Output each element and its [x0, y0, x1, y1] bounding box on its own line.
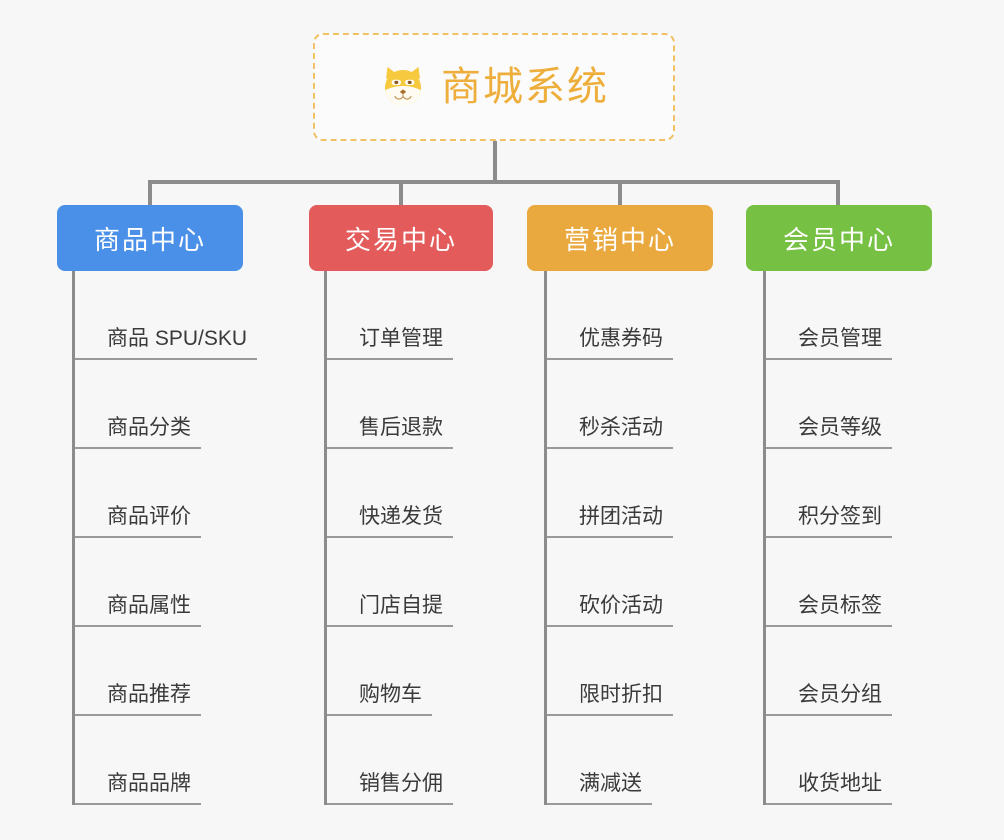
- connector-drop-3: [836, 180, 840, 208]
- shiba-dog-icon: [379, 63, 427, 111]
- leaf-item[interactable]: 限时折扣: [547, 627, 673, 716]
- column-spine: [324, 271, 327, 805]
- leaf-item[interactable]: 商品评价: [75, 449, 201, 538]
- leaf-item[interactable]: 售后退款: [327, 360, 453, 449]
- leaf-label: 快递发货: [327, 503, 453, 538]
- leaf-item[interactable]: 快递发货: [327, 449, 453, 538]
- leaf-label: 商品分类: [75, 414, 201, 449]
- leaf-label: 会员标签: [766, 592, 892, 627]
- leaf-label: 会员分组: [766, 681, 892, 716]
- leaf-label: 会员等级: [766, 414, 892, 449]
- leaf-item[interactable]: 拼团活动: [547, 449, 673, 538]
- leaf-label: 积分签到: [766, 503, 892, 538]
- category-label: 商品中心: [93, 224, 206, 255]
- column-spine: [544, 271, 547, 805]
- column-spine: [72, 271, 75, 805]
- leaf-item[interactable]: 商品分类: [75, 360, 201, 449]
- category-box-2[interactable]: 营销中心: [527, 205, 713, 271]
- leaf-item[interactable]: 商品 SPU/SKU: [75, 271, 258, 360]
- leaf-item[interactable]: 销售分佣: [327, 716, 453, 805]
- leaf-label: 砍价活动: [547, 592, 673, 627]
- leaf-item[interactable]: 满减送: [547, 716, 652, 805]
- leaf-item[interactable]: 秒杀活动: [547, 360, 673, 449]
- leaf-label: 商品 SPU/SKU: [75, 325, 258, 360]
- leaf-label: 限时折扣: [547, 681, 673, 716]
- connector-drop-0: [148, 180, 152, 208]
- leaf-item[interactable]: 商品品牌: [75, 716, 201, 805]
- leaf-label: 优惠券码: [547, 325, 673, 360]
- connector-drop-2: [618, 180, 622, 208]
- connector-root-vertical: [493, 141, 497, 183]
- leaf-item[interactable]: 会员分组: [766, 627, 892, 716]
- leaf-label: 拼团活动: [547, 503, 673, 538]
- leaf-item[interactable]: 购物车: [327, 627, 432, 716]
- leaf-item[interactable]: 门店自提: [327, 538, 453, 627]
- leaf-label: 收货地址: [766, 770, 892, 805]
- category-box-1[interactable]: 交易中心: [309, 205, 493, 271]
- leaf-label: 会员管理: [766, 325, 892, 360]
- leaf-label: 商品推荐: [75, 681, 201, 716]
- leaf-label: 订单管理: [327, 325, 453, 360]
- leaf-label: 售后退款: [327, 414, 453, 449]
- leaf-label: 商品品牌: [75, 770, 201, 805]
- connector-drop-1: [399, 180, 403, 208]
- leaf-label: 商品属性: [75, 592, 201, 627]
- leaf-label: 商品评价: [75, 503, 201, 538]
- root-node[interactable]: 商城系统: [313, 33, 675, 141]
- leaf-item[interactable]: 订单管理: [327, 271, 453, 360]
- root-title: 商城系统: [441, 65, 609, 109]
- leaf-item[interactable]: 商品推荐: [75, 627, 201, 716]
- column-spine: [763, 271, 766, 805]
- leaf-item[interactable]: 会员管理: [766, 271, 892, 360]
- leaf-label: 购物车: [327, 681, 432, 716]
- category-box-0[interactable]: 商品中心: [57, 205, 243, 271]
- category-box-3[interactable]: 会员中心: [746, 205, 932, 271]
- leaf-item[interactable]: 会员标签: [766, 538, 892, 627]
- leaf-item[interactable]: 商品属性: [75, 538, 201, 627]
- category-label: 交易中心: [344, 224, 457, 255]
- leaf-item[interactable]: 优惠券码: [547, 271, 673, 360]
- category-label: 会员中心: [782, 224, 895, 255]
- leaf-item[interactable]: 会员等级: [766, 360, 892, 449]
- connector-horizontal-bus: [148, 180, 840, 184]
- leaf-label: 销售分佣: [327, 770, 453, 805]
- leaf-item[interactable]: 收货地址: [766, 716, 892, 805]
- leaf-label: 满减送: [547, 770, 652, 805]
- leaf-label: 门店自提: [327, 592, 453, 627]
- leaf-label: 秒杀活动: [547, 414, 673, 449]
- leaf-item[interactable]: 积分签到: [766, 449, 892, 538]
- category-label: 营销中心: [563, 224, 676, 255]
- leaf-item[interactable]: 砍价活动: [547, 538, 673, 627]
